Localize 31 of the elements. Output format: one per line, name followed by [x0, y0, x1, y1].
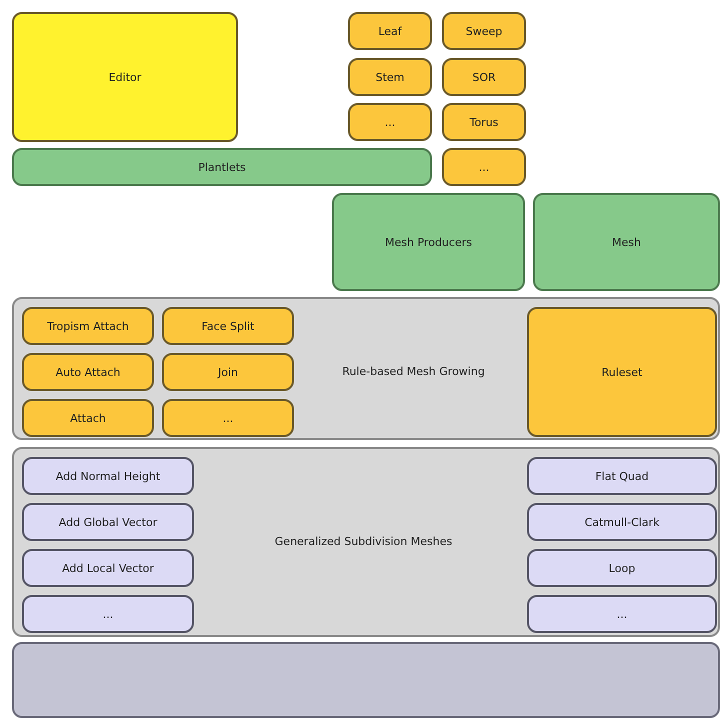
component-box: Join — [162, 353, 294, 391]
component-box: Catmull-Clark — [527, 503, 717, 541]
component-box: Auto Attach — [22, 353, 154, 391]
layer-title: Generalized Subdivision Meshes — [274, 534, 454, 550]
editor-box: Editor — [12, 12, 238, 142]
toolkit-bar — [12, 642, 720, 718]
component-box: Leaf — [348, 12, 432, 50]
layer-panel — [12, 447, 720, 637]
component-box: Ruleset — [527, 307, 717, 437]
component-box: Torus — [442, 103, 526, 141]
component-box: ... — [22, 595, 194, 633]
component-box: SOR — [442, 58, 526, 96]
component-box: Attach — [22, 399, 154, 437]
component-box: Mesh — [533, 193, 720, 291]
component-box: Flat Quad — [527, 457, 717, 495]
component-box: Mesh Producers — [332, 193, 525, 291]
component-box: ... — [162, 399, 294, 437]
component-box: Plantlets — [12, 148, 432, 186]
layer-title: Rule-based Mesh Growing — [341, 364, 486, 380]
layer-panel — [12, 297, 720, 440]
component-box: ... — [527, 595, 717, 633]
component-box: Sweep — [442, 12, 526, 50]
component-box: Tropism Attach — [22, 307, 154, 345]
component-box: Face Split — [162, 307, 294, 345]
component-box: ... — [348, 103, 432, 141]
component-box: Add Global Vector — [22, 503, 194, 541]
component-box: Stem — [348, 58, 432, 96]
component-box: ... — [442, 148, 526, 186]
component-box: Add Local Vector — [22, 549, 194, 587]
component-box: Add Normal Height — [22, 457, 194, 495]
component-box: Loop — [527, 549, 717, 587]
